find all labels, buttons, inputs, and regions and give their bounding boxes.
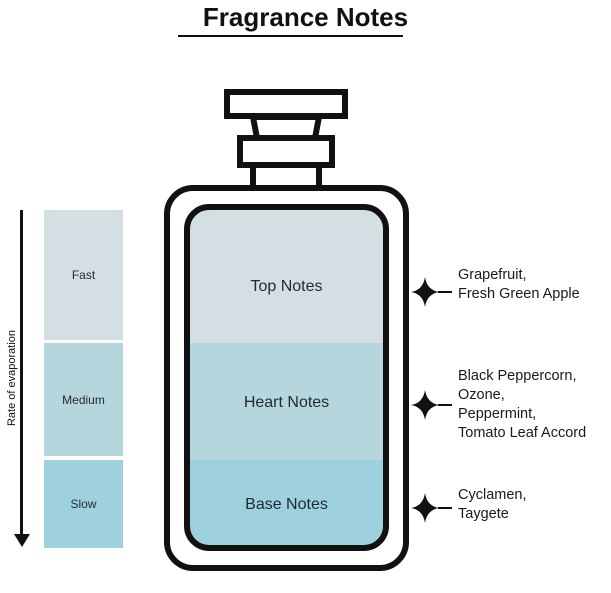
diagram-title: Fragrance Notes <box>202 2 409 32</box>
title-underline <box>178 35 403 37</box>
bottle-body-inner <box>184 204 389 551</box>
rate-medium-label: Medium <box>62 392 105 407</box>
band-top-notes <box>187 207 386 343</box>
bottle-cap-taper <box>250 114 322 141</box>
sparkle-icon <box>411 277 452 307</box>
rate-slow: Slow <box>44 460 123 548</box>
base-notes-callout: Cyclamen, Taygete <box>408 486 527 524</box>
band-base-notes <box>187 460 386 548</box>
bottle-cap-top <box>224 89 348 119</box>
base-notes-label: Base Notes <box>245 496 328 513</box>
sparkle-icon <box>411 390 452 420</box>
heart-notes-label: Heart Notes <box>243 394 330 411</box>
rate-fast: Fast <box>44 210 123 340</box>
base-notes-ingredients: Cyclamen, Taygete <box>458 487 527 522</box>
arrow-head-icon <box>14 534 30 547</box>
bottle-collar <box>237 135 335 168</box>
rate-fast-label: Fast <box>71 268 96 282</box>
sparkle-icon <box>411 493 452 523</box>
rate-slow-label: Slow <box>70 497 97 511</box>
top-notes-callout: Grapefruit, Fresh Green Apple <box>408 266 580 307</box>
heart-notes-callout: Black Peppercorn, Ozone, Peppermint, Tom… <box>408 367 586 443</box>
top-notes-label: Top Notes <box>250 278 323 295</box>
band-heart-notes <box>187 343 386 460</box>
rate-medium: Medium <box>44 343 123 456</box>
arrow-down-icon <box>20 210 23 536</box>
heart-notes-ingredients: Black Peppercorn, Ozone, Peppermint, Tom… <box>458 368 587 441</box>
top-notes-ingredients: Grapefruit, Fresh Green Apple <box>458 267 580 302</box>
